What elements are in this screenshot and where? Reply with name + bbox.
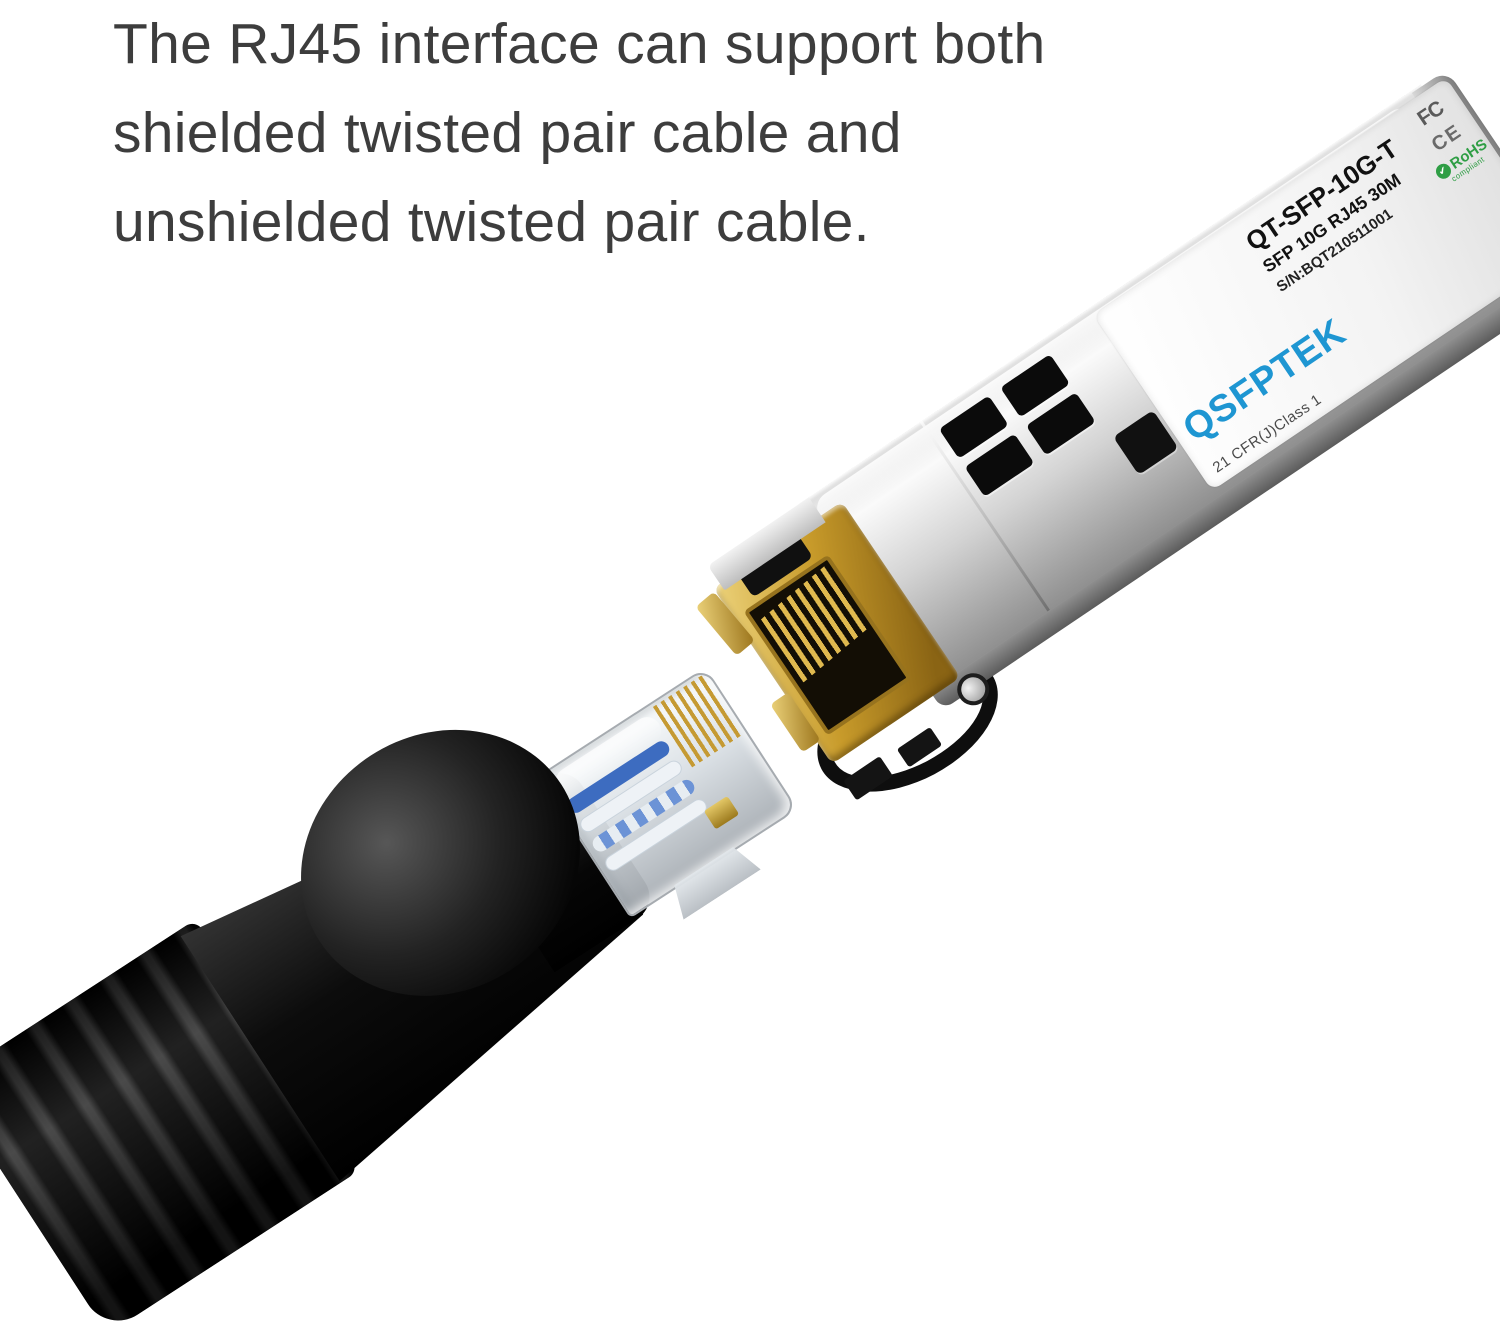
port-contacts [760,565,869,683]
label-text-block: QT-SFP-10G-T SFP 10G RJ45 30M S/N:BQT210… [1240,124,1447,299]
caption-text: The RJ45 interface can support both shie… [113,0,1046,267]
plug-crimp [703,795,740,830]
caption-line-2: shielded twisted pair cable and [113,100,902,165]
caption-line-3: unshielded twisted pair cable. [113,189,870,254]
caption-line-1: The RJ45 interface can support both [113,12,1046,76]
rj45-cable-assembly [0,581,876,1333]
plug-latch [665,841,761,920]
